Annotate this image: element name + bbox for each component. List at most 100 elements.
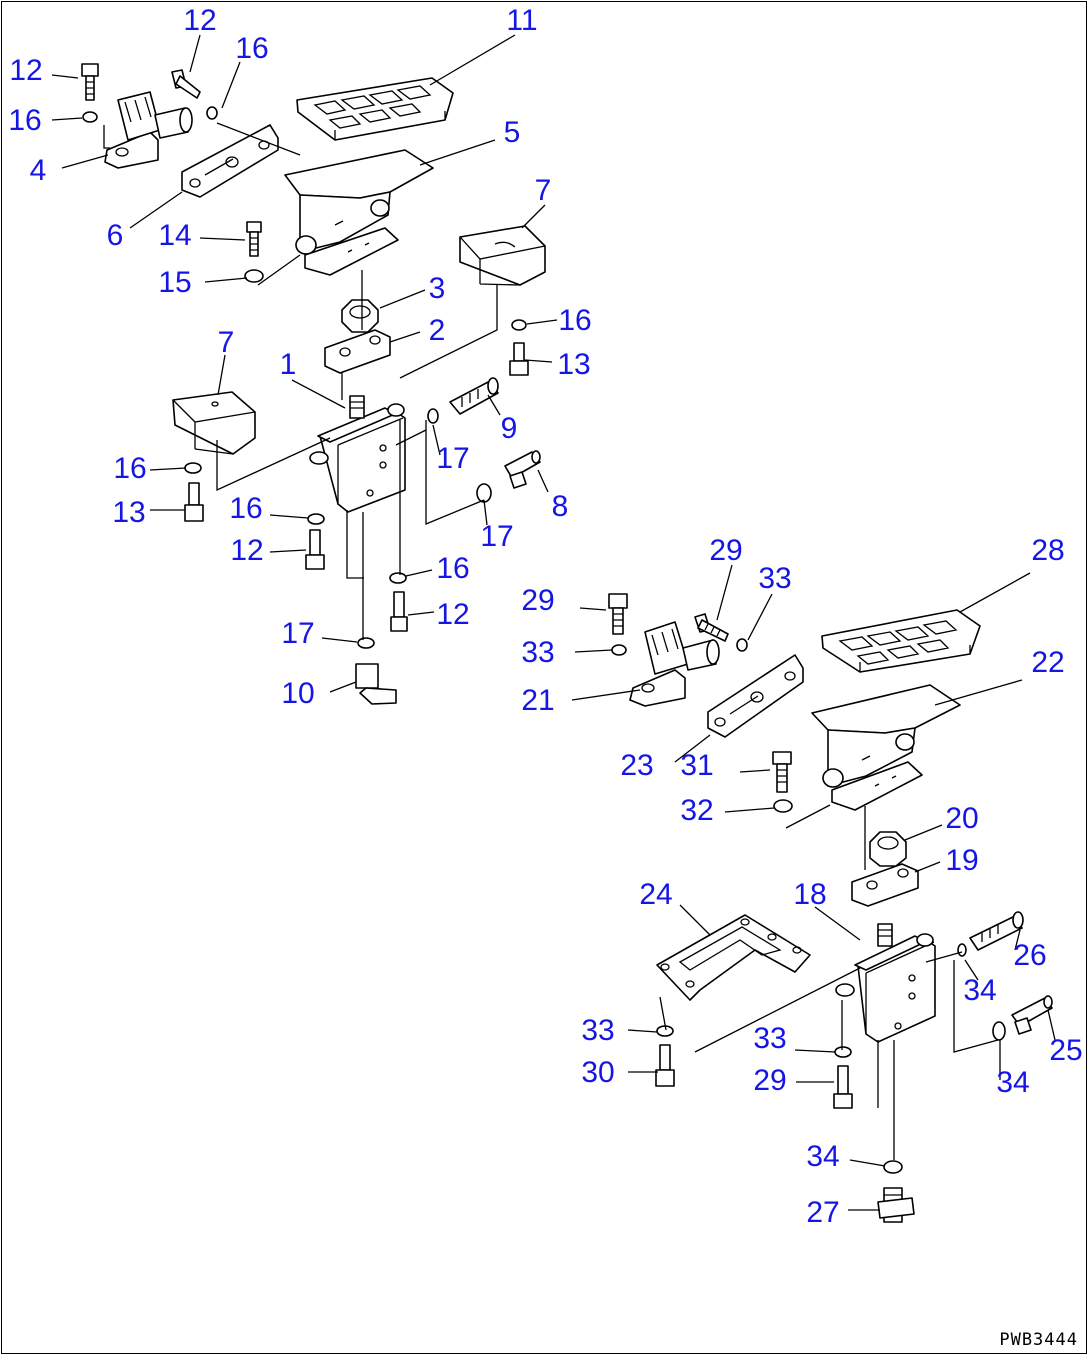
pedal-arm-5 [284, 149, 434, 276]
callout-30: 30 [581, 1056, 614, 1089]
fitting-8 [504, 450, 541, 489]
callout-7: 7 [535, 174, 552, 207]
fitting-26 [969, 911, 1024, 951]
washer-16-right [511, 319, 527, 331]
o-ring-34-c [883, 1160, 903, 1174]
callout-33: 33 [758, 562, 791, 595]
callout-1: 1 [280, 348, 297, 381]
callout-34: 34 [963, 974, 996, 1007]
plate-2 [324, 329, 391, 374]
callout-11: 11 [506, 4, 537, 37]
callout-13: 13 [112, 496, 145, 529]
mounting-plate-23 [707, 654, 804, 738]
washer-16-low [389, 572, 407, 584]
cover-7-left [172, 391, 256, 455]
callout-25: 25 [1049, 1034, 1082, 1067]
callout-12: 12 [230, 534, 263, 567]
bolt-13-right [509, 342, 529, 376]
callout-19: 19 [945, 844, 978, 877]
callout-17: 17 [480, 520, 513, 553]
callout-22: 22 [1031, 646, 1064, 679]
callout-16: 16 [229, 492, 262, 525]
drawing-code: PWB3444 [999, 1330, 1078, 1350]
washer-33-upper-b [736, 638, 748, 652]
bolt-12-mid-a [305, 529, 325, 570]
callout-33: 33 [521, 636, 554, 669]
callout-8: 8 [552, 490, 569, 523]
callout-17: 17 [436, 442, 469, 475]
callout-5: 5 [504, 116, 521, 149]
o-ring-17-b [476, 483, 492, 503]
nut-3 [341, 299, 379, 333]
bolt-31 [772, 751, 792, 793]
callout-2: 2 [429, 314, 446, 347]
bolt-30 [655, 1044, 675, 1087]
callout-27: 27 [806, 1196, 839, 1229]
bolt-29-lower [833, 1065, 853, 1109]
washer-15 [244, 269, 264, 283]
pedal-arm-22 [811, 684, 961, 811]
callout-6: 6 [107, 219, 124, 252]
callout-34: 34 [806, 1140, 839, 1173]
callout-26: 26 [1013, 939, 1046, 972]
fitting-25 [1011, 995, 1053, 1035]
nut-20 [869, 831, 907, 867]
bracket-21 [629, 621, 720, 707]
callout-3: 3 [429, 272, 446, 305]
callout-16: 16 [235, 32, 268, 65]
washer-33-upper-a [611, 644, 627, 656]
callout-7: 7 [218, 326, 235, 359]
elbow-10 [355, 663, 397, 705]
pedal-pad-11 [296, 77, 454, 141]
callout-16: 16 [8, 104, 41, 137]
callout-23: 23 [620, 749, 653, 782]
bracket-4 [104, 91, 193, 169]
washer-33-lower-b [834, 1046, 852, 1058]
washer-16-upper-a [82, 111, 98, 123]
callout-12: 12 [183, 4, 216, 37]
callout-29: 29 [521, 584, 554, 617]
callout-28: 28 [1031, 534, 1064, 567]
washer-16-left [184, 462, 202, 474]
bolt-29-upper-a [608, 593, 628, 635]
o-ring-34-b [992, 1021, 1006, 1041]
callout-10: 10 [281, 677, 314, 710]
bolt-13-left [184, 482, 204, 522]
callout-16: 16 [113, 452, 146, 485]
elbow-27 [877, 1187, 915, 1223]
o-ring-34-a [957, 943, 967, 957]
washer-16-mid [307, 513, 325, 525]
o-ring-17-c [357, 637, 375, 649]
o-ring-17-a [427, 408, 439, 424]
valve-body-1 [309, 395, 406, 513]
plate-24 [656, 914, 811, 1001]
callout-31: 31 [680, 749, 713, 782]
washer-16-upper-b [206, 106, 218, 120]
callout-29: 29 [753, 1064, 786, 1097]
mounting-plate-6 [181, 124, 279, 198]
callout-15: 15 [158, 266, 191, 299]
pedal-pad-28 [821, 609, 981, 673]
callout-21: 21 [521, 684, 554, 717]
callout-32: 32 [680, 794, 713, 827]
washer-32 [773, 799, 793, 813]
bolt-14 [246, 221, 262, 257]
callout-9: 9 [501, 412, 518, 445]
plate-19 [851, 863, 919, 907]
bolt-12-mid-b [390, 591, 408, 632]
callout-16: 16 [436, 552, 469, 585]
callout-24: 24 [639, 878, 672, 911]
callout-12: 12 [436, 598, 469, 631]
valve-body-18 [835, 923, 936, 1043]
callout-16: 16 [558, 304, 591, 337]
callout-18: 18 [793, 878, 826, 911]
cover-7-right [459, 225, 546, 286]
callout-33: 33 [753, 1022, 786, 1055]
callout-17: 17 [281, 617, 314, 650]
bolt-29-upper-b [694, 613, 729, 642]
callout-29: 29 [709, 534, 742, 567]
callout-34: 34 [996, 1066, 1029, 1099]
